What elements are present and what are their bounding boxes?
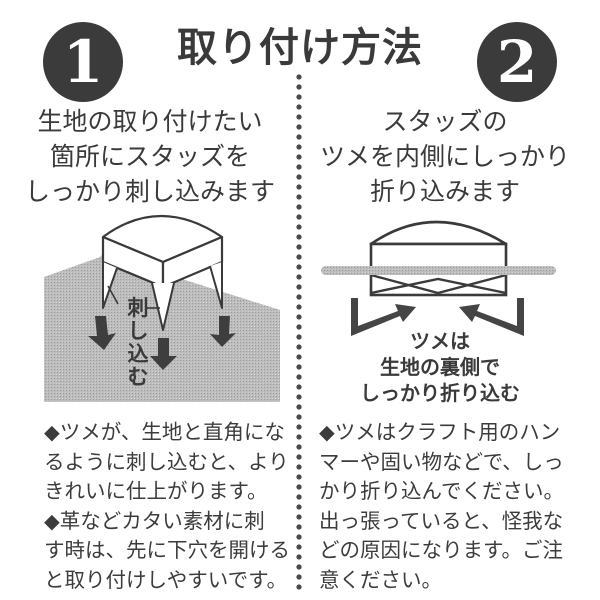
step-1-diagram-label: 刺 し 込 む	[125, 296, 151, 389]
step-2-heading-line: 折り込みます	[369, 177, 520, 206]
note-line: と取り付けしやすいです。	[44, 567, 288, 592]
step-2-heading: スタッズの ツメを内側にしっかり 折り込みます	[305, 104, 585, 209]
label-char: 込	[127, 342, 149, 366]
step-1-badge: 1	[43, 22, 123, 102]
column-divider	[296, 72, 302, 592]
step-1-notes: ◆ツメが、生地と直角にな るように刺し込むと、より きれいに仕上がります。 ◆革…	[44, 418, 290, 595]
step-2-notes: ◆ツメはクラフト用のハン マーや固い物などで、しっ かり折り込んでください。 出…	[319, 418, 579, 595]
step-1-heading-line: 箇所にスタッズを	[49, 142, 250, 171]
note-line: 出っ張っていると、怪我な	[319, 508, 564, 533]
note-line: どの原因になります。ご注	[319, 538, 563, 562]
fabric-band	[321, 266, 556, 275]
caption-line: しっかり折り込む	[360, 381, 520, 405]
label-char: 刺	[127, 296, 149, 320]
note-line: ◆ツメが、生地と直角にな	[44, 420, 285, 444]
note-line: きれいに仕上がります。	[44, 479, 268, 503]
label-char: む	[127, 365, 149, 389]
note-line: ◆革などカタい素材に刺	[44, 508, 265, 533]
step-2-badge: 2	[477, 22, 557, 102]
stud-fold-illustration	[321, 220, 556, 336]
step-1-heading: 生地の取り付けたい 箇所にスタッズを しっかり刺し込みます	[10, 104, 290, 209]
page-title: 取り付け方法	[177, 25, 423, 71]
note-line: るように刺し込むと、より	[44, 449, 289, 474]
step-1-heading-line: 生地の取り付けたい	[37, 107, 263, 136]
note-line: かり折り込んでください。	[319, 479, 564, 503]
step-2-heading-line: スタッズの	[382, 107, 508, 136]
caption-line: 生地の裏側で	[380, 355, 500, 379]
note-line: マーや固い物などで、しっ	[319, 449, 564, 474]
stud-insert-illustration	[44, 214, 280, 402]
step-2-diagram-caption: ツメは 生地の裏側で しっかり折り込む	[330, 328, 550, 406]
step-1-heading-line: しっかり刺し込みます	[24, 177, 275, 206]
step-2-heading-line: ツメを内側にしっかり	[319, 142, 570, 171]
arrow-icon	[351, 298, 524, 336]
caption-line: ツメは	[410, 329, 470, 353]
arrow-icon	[88, 316, 236, 370]
note-line: ◆ツメはクラフト用のハン	[319, 420, 561, 444]
note-line: す時は、先に下穴を開ける	[44, 538, 290, 562]
note-line: 意ください。	[319, 567, 442, 592]
label-char: し	[127, 319, 149, 343]
